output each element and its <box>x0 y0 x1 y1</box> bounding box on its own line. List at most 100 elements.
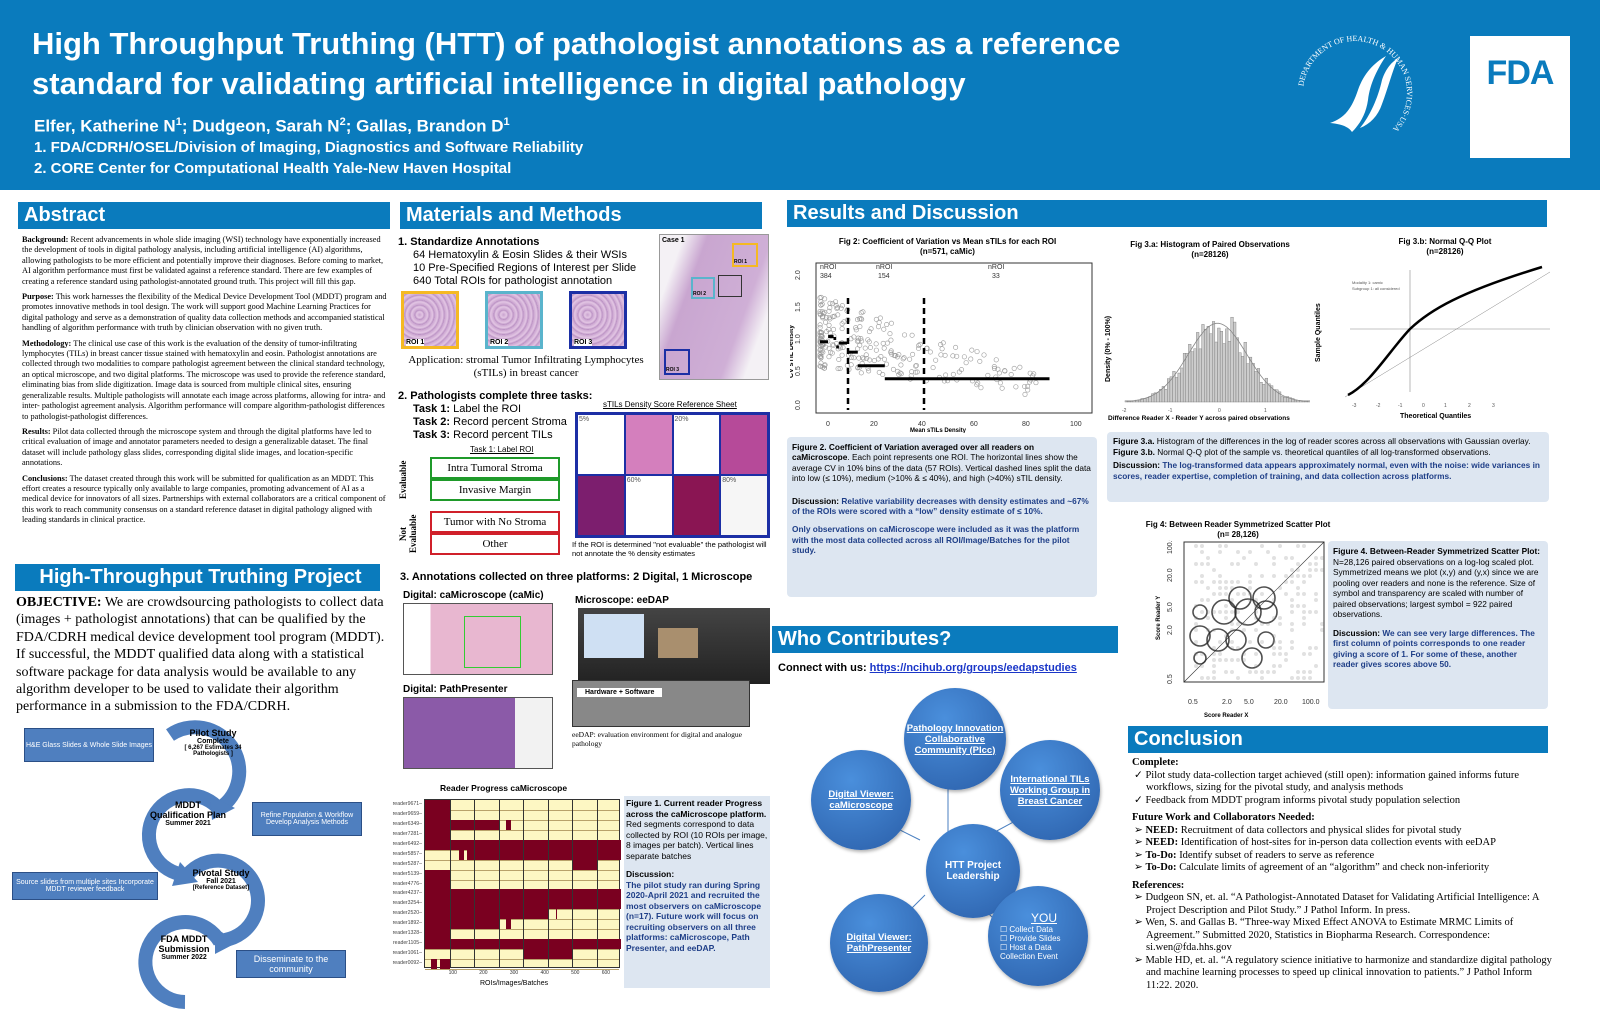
camic-screenshot <box>403 603 553 675</box>
eedap-photo <box>578 608 770 684</box>
reference-item: ➢ Mable HD, et. al. “A regulatory scienc… <box>1132 955 1552 993</box>
node-you[interactable]: YOU ☐ Collect Data ☐ Provide Slides ☐ Ho… <box>988 886 1088 986</box>
node-picc[interactable]: Pathology Innovation Collaborative Commu… <box>904 688 1006 790</box>
svg-text:nROI: nROI <box>820 264 836 271</box>
svg-text:60: 60 <box>970 421 978 428</box>
fig3b-title: Fig 3.b: Normal Q-Q Plot(n=28126) <box>1355 237 1535 257</box>
svg-text:1: 1 <box>1264 408 1267 414</box>
htt-objective: OBJECTIVE: We are crowdsourcing patholog… <box>16 594 386 716</box>
svg-text:1.5: 1.5 <box>795 302 802 312</box>
eedap-caption: eeDAP: evaluation environment for digita… <box>572 730 752 748</box>
not-evaluable-note: If the ROI is determined "not evaluable"… <box>572 540 772 558</box>
svg-text:1.0: 1.0 <box>795 334 802 344</box>
fig1-xlabel: ROIs/Images/Batches <box>480 980 548 987</box>
complete-item: ✓ Pilot study data-collection target ach… <box>1132 770 1552 795</box>
svg-text:1: 1 <box>1444 403 1447 409</box>
methods-step2: 2. Pathologists complete three tasks: Ta… <box>398 390 592 442</box>
connect-line: Connect with us: https://ncihub.org/grou… <box>778 662 1077 674</box>
flow-input-refine: Refine Population & Workflow Develop Ana… <box>252 802 362 836</box>
svg-text:40: 40 <box>918 421 926 428</box>
roi-2-thumbnail: ROI 2 <box>485 291 543 349</box>
svg-text:Score Reader X: Score Reader X <box>1204 713 1248 719</box>
flow-stage-pivotal: Pivotal StudyFall 2021[Reference Dataset… <box>186 868 256 891</box>
who-contributes-heading: Who Contributes? <box>772 626 1118 653</box>
svg-text:-1: -1 <box>1168 408 1173 414</box>
node-tils-working-group[interactable]: International TILs Working Group in Brea… <box>1000 740 1100 840</box>
svg-text:2.0: 2.0 <box>1222 699 1232 706</box>
eedap-studies-link[interactable]: https://ncihub.org/groups/eedapstudies <box>870 662 1077 674</box>
fda-logo: FDA <box>1470 36 1570 158</box>
option-intra-tumoral-stroma: Intra Tumoral Stroma <box>430 457 560 479</box>
option-invasive-margin: Invasive Margin <box>430 479 560 501</box>
author-sup: 1 <box>176 116 182 128</box>
title-line-2: standard for validating artificial intel… <box>32 64 1272 104</box>
node-pathpresenter[interactable]: Digital Viewer: PathPresenter <box>830 894 928 992</box>
svg-text:5.0: 5.0 <box>1244 699 1254 706</box>
option-other: Other <box>430 533 560 555</box>
svg-text:100: 100 <box>1070 421 1082 428</box>
svg-text:nROI: nROI <box>988 264 1004 271</box>
fig4-scatter-plot: 0.52.05.020.0100.0 0.52.05.020.0100.0 Sc… <box>1140 540 1330 725</box>
abstract-body: Background: Recent advancements in whole… <box>22 235 388 531</box>
roi-1-thumbnail: ROI 1 <box>401 291 459 349</box>
svg-text:5.0: 5.0 <box>1167 602 1174 612</box>
abstract-methodology: Methodology: The clinical use case of th… <box>22 339 388 422</box>
svg-text:Subgroup 1: all considered: Subgroup 1: all considered <box>1352 286 1400 291</box>
future-item: ➢ NEED: Recruitment of data collectors a… <box>1132 825 1552 838</box>
eedap-label: Microscope: eeDAP <box>575 595 669 606</box>
methods-step1: 1. Standardize Annotations 64 Hematoxyli… <box>398 236 658 288</box>
svg-text:3: 3 <box>1492 403 1495 409</box>
future-item: ➢ NEED: Identification of host-sites for… <box>1132 837 1552 850</box>
svg-text:2.0: 2.0 <box>1167 625 1174 635</box>
svg-text:-2: -2 <box>1122 408 1127 414</box>
pathpresenter-screenshot <box>403 697 553 769</box>
author-list: Elfer, Katherine N1; Dudgeon, Sarah N2; … <box>34 116 510 137</box>
svg-text:-2: -2 <box>1376 403 1381 409</box>
not-evaluable-label: Not Evaluable <box>398 510 424 558</box>
svg-text:-1: -1 <box>1398 403 1403 409</box>
flow-stage-submission: FDA MDDT SubmissionSummer 2022 <box>154 934 214 961</box>
eedap-software-panel: Hardware + Software <box>572 680 750 727</box>
flow-stage-mddt-plan: MDDT Qualification PlanSummer 2021 <box>148 800 228 827</box>
conclusion-heading: Conclusion <box>1128 726 1548 753</box>
application-caption: Application: stromal Tumor Infiltrating … <box>396 354 656 380</box>
svg-text:0: 0 <box>826 421 830 428</box>
task1-header: Task 1: Label ROI <box>470 445 534 454</box>
fig1-x-ticks: 100200300400500600 <box>424 970 620 980</box>
affiliation-2: 2. CORE Center for Computational Health … <box>34 160 511 177</box>
flow-output-disseminate: Disseminate to the community <box>236 950 346 978</box>
abstract-results: Results: Pilot data collected through th… <box>22 427 388 469</box>
svg-text:33: 33 <box>992 273 1000 280</box>
svg-text:0.5: 0.5 <box>1188 699 1198 706</box>
flow-input-slides: H&E Glass Slides & Whole Slide Images <box>24 728 154 762</box>
fig1-reader-labels: reader9671–reader9659–reader6349–reader7… <box>380 800 422 969</box>
future-item: ➢ To-Do: Calculate limits of agreement o… <box>1132 862 1552 875</box>
conclusion-body: Complete: ✓ Pilot study data-collection … <box>1132 757 1552 992</box>
density-reference-grid: 5% 20% 60% 80% <box>575 412 770 538</box>
affiliation-1: 1. FDA/CDRH/OSEL/Division of Imaging, Di… <box>34 139 583 156</box>
svg-text:Density (0% - 100%): Density (0% - 100%) <box>1105 316 1112 382</box>
methods-heading: Materials and Methods <box>400 202 762 229</box>
svg-text:Modality 1: camic: Modality 1: camic <box>1352 280 1383 285</box>
author-name: Gallas, Brandon D <box>356 117 503 136</box>
abstract-background: Background: Recent advancements in whole… <box>22 235 388 287</box>
fig1-caption-box: Figure 1. Current reader Progress across… <box>624 796 770 988</box>
title-line-1: High Throughput Truthing (HTT) of pathol… <box>32 24 1272 64</box>
camic-label: Digital: caMicroscope (caMic) <box>403 590 544 601</box>
node-camicroscope[interactable]: Digital Viewer: caMicroscope <box>811 750 911 850</box>
svg-text:Difference Reader X - Reader Y: Difference Reader X - Reader Y across pa… <box>1108 415 1290 422</box>
svg-text:0.0: 0.0 <box>795 400 802 410</box>
author-name: Elfer, Katherine N <box>34 117 176 136</box>
author-sup: 1 <box>503 116 509 128</box>
htt-flow-diagram: H&E Glass Slides & Whole Slide Images Re… <box>10 710 390 1010</box>
future-item: ➢ To-Do: Identify subset of readers to s… <box>1132 850 1552 863</box>
fig2-scatter-plot: 020406080100 0.00.51.01.52.0 nROI384nROI… <box>790 258 1100 433</box>
abstract-heading: Abstract <box>18 202 390 229</box>
svg-text:0.5: 0.5 <box>795 366 802 376</box>
svg-text:80: 80 <box>1022 421 1030 428</box>
fig1-title: Reader Progress caMicroscope <box>440 783 567 793</box>
svg-text:Sample Quantiles: Sample Quantiles <box>1315 303 1322 362</box>
svg-text:0: 0 <box>1422 403 1425 409</box>
fig1-heatmap <box>424 799 620 968</box>
svg-text:100.0: 100.0 <box>1302 699 1320 706</box>
